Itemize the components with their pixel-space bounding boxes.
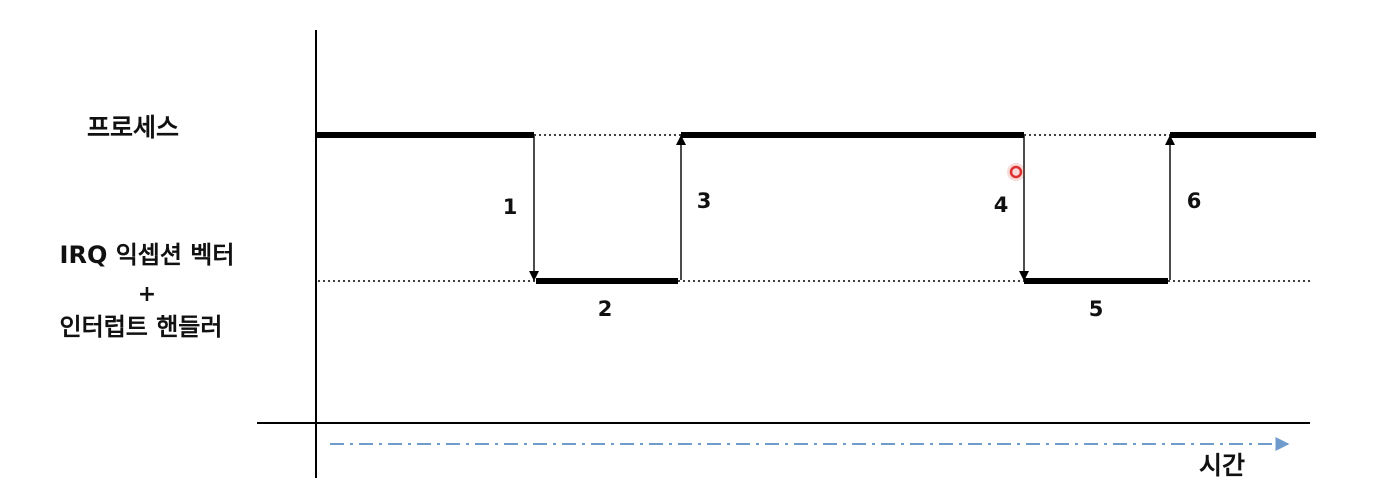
irq-label-plus: +: [138, 282, 156, 307]
cursor-marker-icon: [1009, 165, 1023, 179]
step-label-3: 3: [697, 189, 712, 213]
step-label-5: 5: [1089, 297, 1104, 321]
irq-label-line-1: IRQ 익셉션 벡터: [60, 241, 235, 269]
irq-label-line-2: 인터럽트 핸들러: [60, 313, 223, 341]
step-label-4: 4: [994, 193, 1009, 217]
irq-label-line-1-text: IRQ 익셉션 벡터: [60, 241, 235, 269]
step-label-1: 1: [503, 195, 518, 219]
time-axis-label: 시간: [1199, 451, 1245, 480]
step-label-2: 2: [598, 297, 613, 321]
cursor-marker-halo: [1007, 163, 1025, 181]
step-label-6: 6: [1187, 189, 1202, 213]
process-level-label: 프로세스: [87, 113, 179, 142]
